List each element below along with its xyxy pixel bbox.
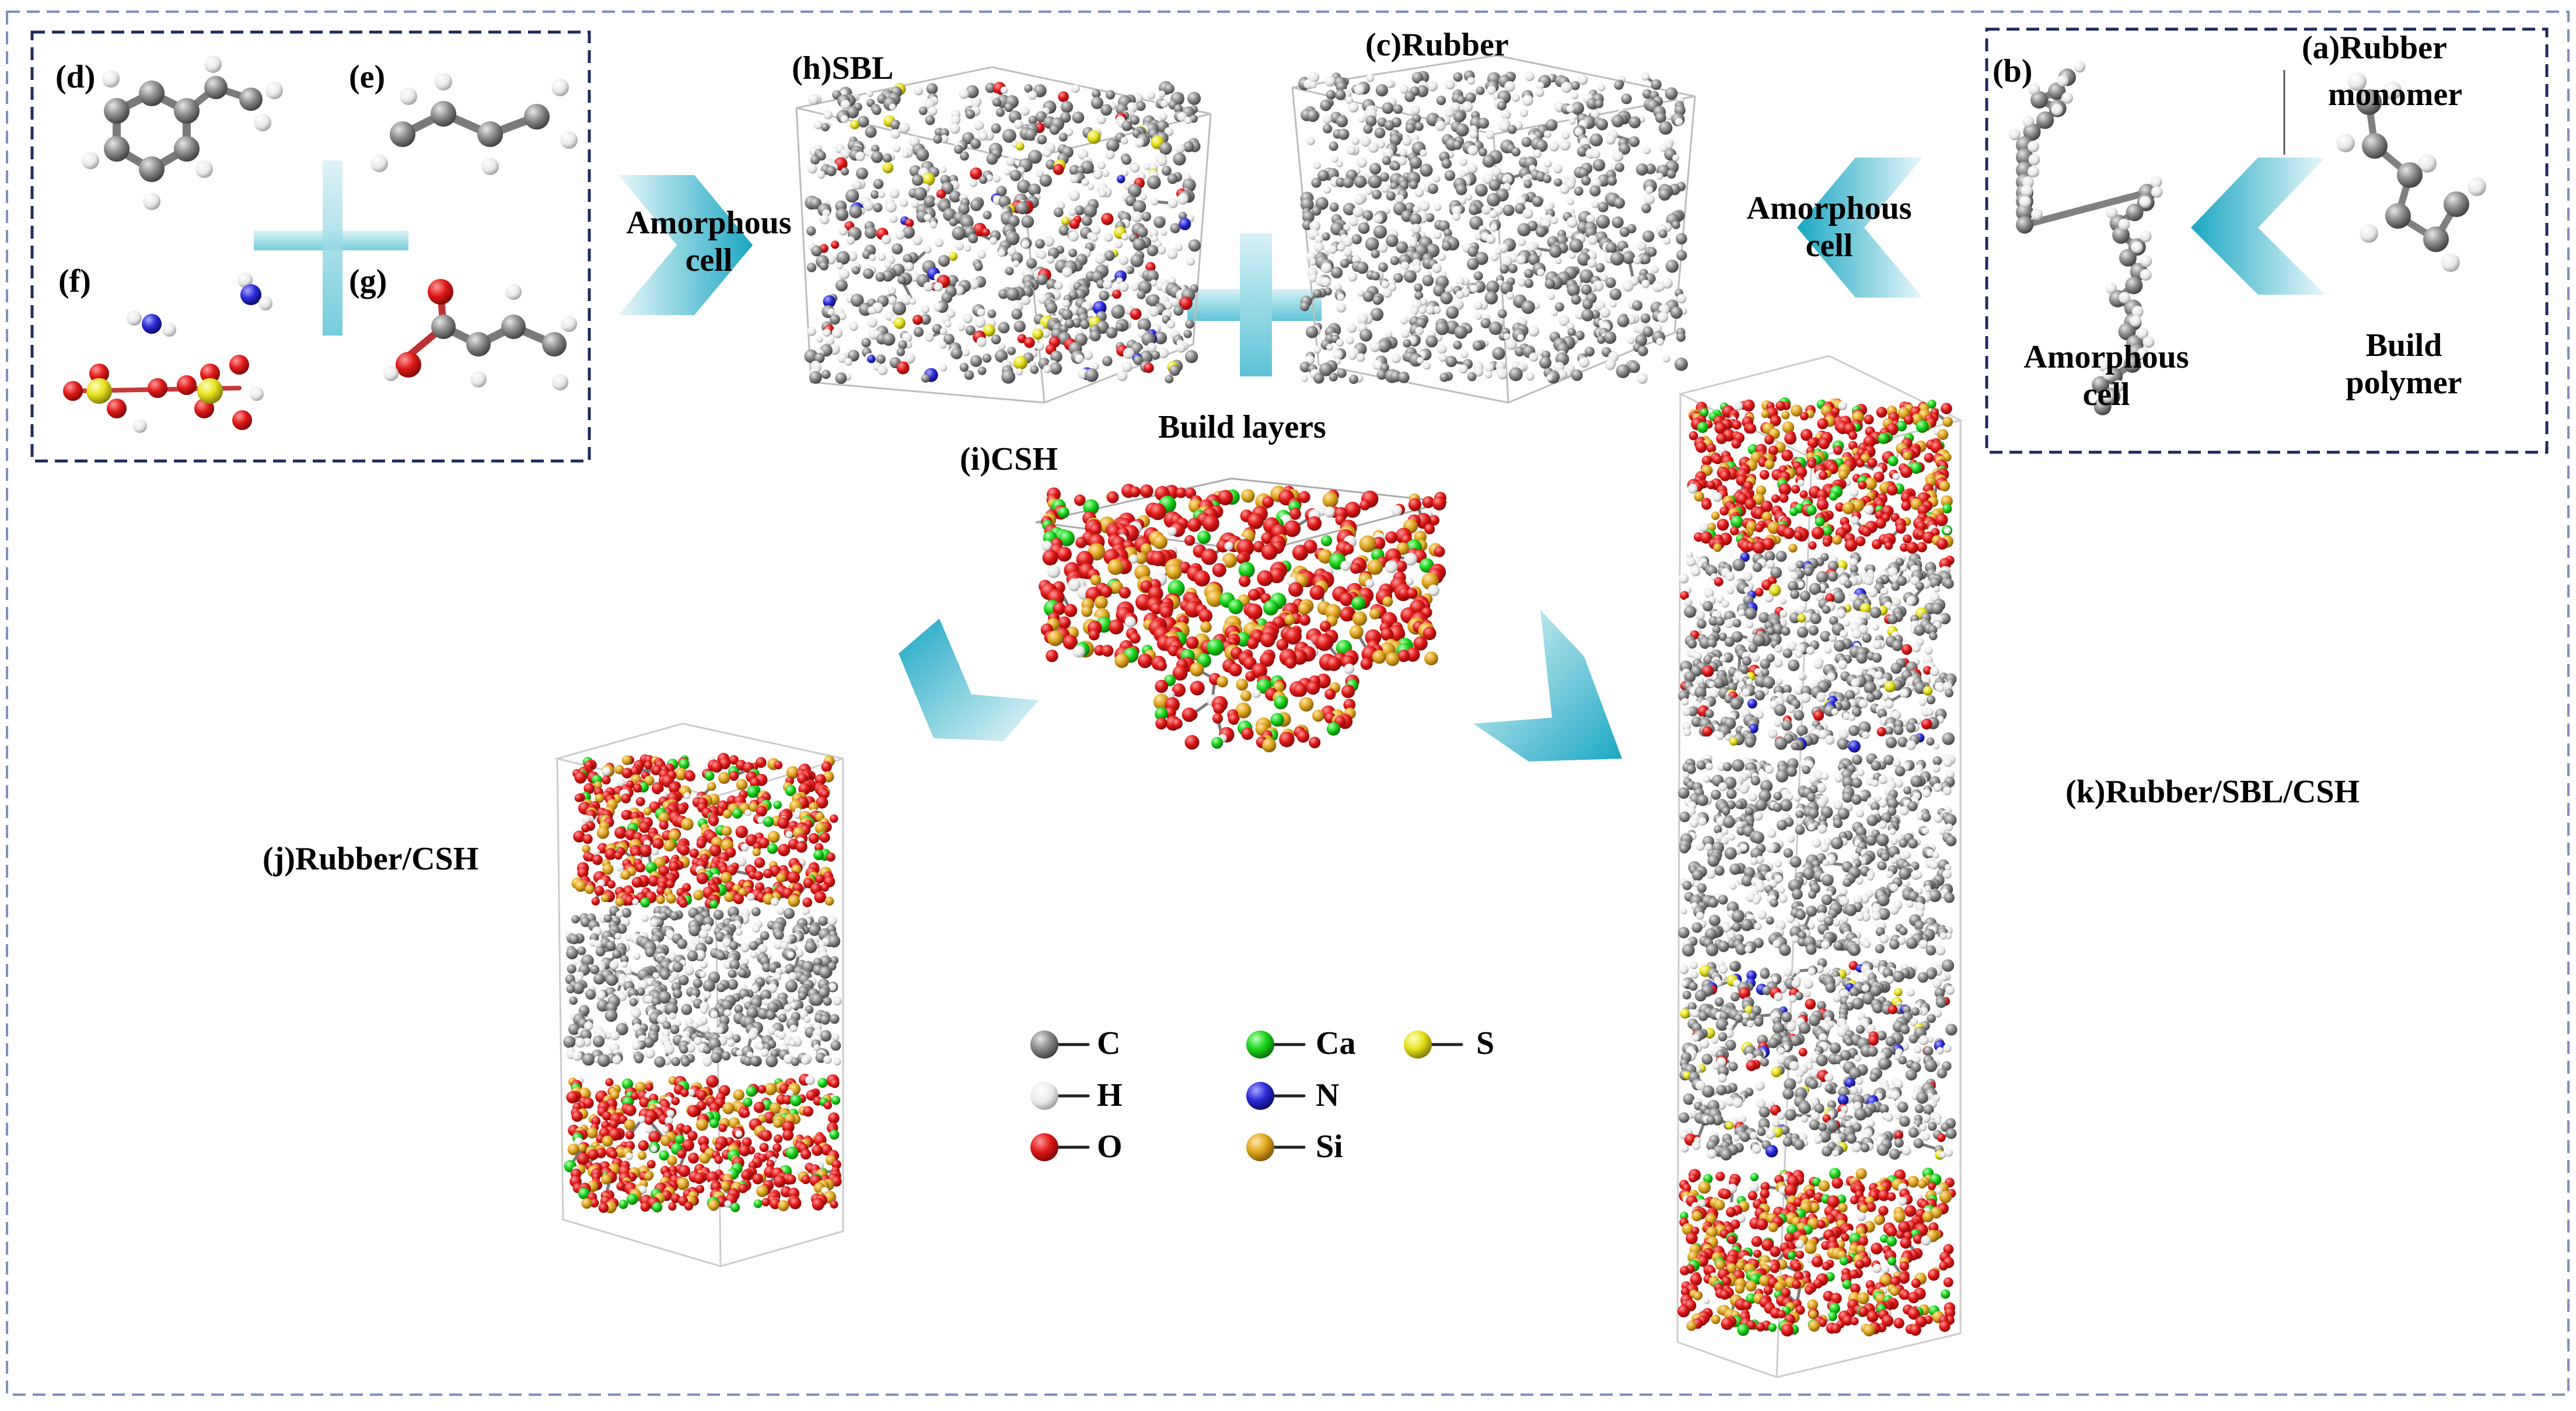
chevron-down-left-arrow [899, 619, 1039, 741]
label-c: (c)Rubber [1365, 27, 1509, 63]
styrene-molecule [82, 55, 283, 210]
legend-atom-icon [1030, 1133, 1090, 1161]
legend-Si: Si [1316, 1129, 1343, 1165]
k-csh-top [1687, 397, 1953, 554]
legend-atom-icon [1246, 1031, 1306, 1059]
csh-atoms-lower [1153, 658, 1359, 753]
csh-atoms [1039, 483, 1446, 672]
sbl-atoms [804, 81, 1201, 385]
chevron-right-arrow [618, 175, 753, 315]
label-b: (b) [1993, 53, 2033, 89]
legend-atom-icon [1030, 1031, 1090, 1059]
rubber-atoms [1298, 70, 1688, 384]
chevron-left-arrow-amorphous [1797, 158, 1923, 298]
legend-S: S [1476, 1025, 1495, 1061]
legend-O: O [1097, 1129, 1123, 1165]
label-j: (j)Rubber/CSH [263, 841, 479, 877]
acrylic-acid [383, 279, 577, 390]
outer-frame [6, 11, 2570, 1396]
label-k: (k)Rubber/SBL/CSH [2065, 774, 2360, 810]
legend-H: H [1097, 1077, 1123, 1113]
label-g: (g) [349, 263, 387, 299]
molecular-structures [63, 55, 2486, 1337]
rubber-monomer [2336, 72, 2486, 272]
k-sbl-upper [1677, 550, 1957, 753]
label-f: (f) [58, 263, 91, 299]
rubber-csh-middle [563, 905, 842, 1068]
step-amorphous-box: Amorphous cell [2007, 338, 2205, 414]
k-csh-bottom [1677, 1167, 1956, 1337]
step-amorphous-left: Amorphous cell [610, 204, 808, 280]
legend-atom-icon [1246, 1133, 1306, 1161]
legend-N: N [1316, 1077, 1340, 1113]
monomer-box [30, 30, 591, 463]
step-build-polymer-line1: Build [2365, 327, 2442, 364]
step-build-polymer-line2: polymer [2346, 365, 2462, 401]
chevron-down-right-arrow [1473, 610, 1622, 762]
polymer-chain [2008, 61, 2163, 415]
step-amorphous-left-line1: Amorphous [626, 205, 792, 241]
label-h: (h)SBL [792, 50, 894, 86]
step-amorphous-right: Amorphous cell [1730, 190, 1928, 265]
step-amorphous-box-line1: Amorphous [2023, 339, 2189, 375]
k-rubber [1677, 753, 1957, 957]
label-i: (i)CSH [960, 441, 1058, 477]
label-a-line2: monomer [2328, 76, 2463, 113]
label-a-line1: (a)Rubber [2302, 30, 2447, 66]
plus-icon [254, 160, 408, 336]
plus-icon-center [1187, 233, 1322, 376]
rubber-csh-bottom [564, 1073, 842, 1214]
step-amorphous-right-line1: Amorphous [1746, 190, 1912, 226]
label-d: (d) [55, 59, 96, 95]
step-build-polymer: Build polymer [2311, 327, 2497, 402]
step-amorphous-box-line2: cell [2082, 376, 2130, 413]
legend-atom-icon [1030, 1082, 1090, 1110]
rubber-csh-top [571, 753, 838, 909]
legend-Ca: Ca [1316, 1025, 1356, 1061]
chevron-left-arrow-build [2191, 158, 2325, 295]
ammonium-sulfate [63, 273, 272, 433]
legend-atom-icon [1404, 1031, 1463, 1059]
label-e: (e) [349, 59, 386, 95]
legend-icons [1030, 1031, 1463, 1161]
polymer-box [1985, 27, 2549, 454]
k-sbl-lower [1678, 958, 1958, 1161]
legend-atom-icon [1246, 1082, 1306, 1110]
step-build-layers: Build layers [1158, 409, 1326, 445]
step-amorphous-right-line2: cell [1805, 228, 1853, 264]
butadiene-molecule [371, 73, 578, 175]
step-amorphous-left-line2: cell [685, 242, 733, 279]
legend-C: C [1097, 1025, 1121, 1061]
